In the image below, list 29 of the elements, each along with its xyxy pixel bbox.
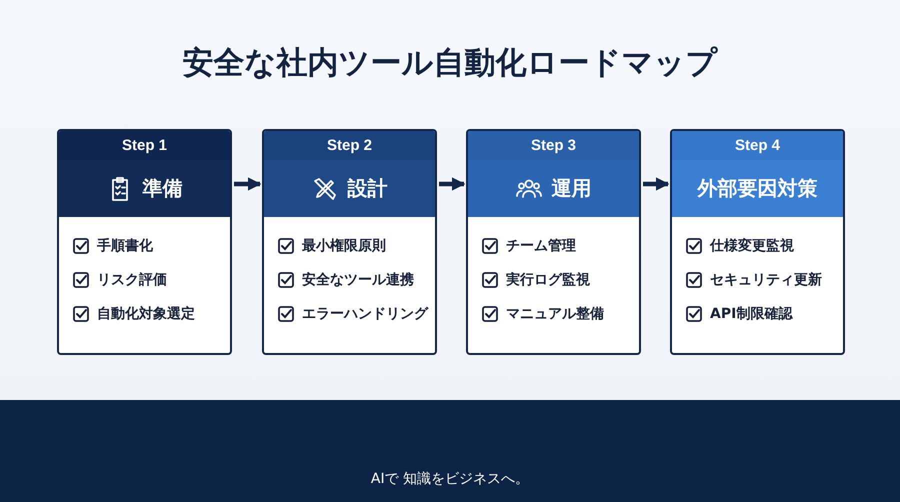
tagline: AIで 知識をビジネスへ。 [370,470,530,488]
arrow [234,177,262,191]
step-label: Step 2 [264,131,435,160]
step-title: 運用 [552,175,592,202]
step-title: 外部要因対策 [698,175,818,202]
step-label: Step 3 [468,131,639,160]
checklist-item: マニュアル整備 [506,305,604,323]
checklist-item: エラーハンドリング [302,305,428,323]
checklist-item: チーム管理 [506,237,576,255]
step-title: 準備 [142,175,182,202]
step-label: Step 4 [672,131,843,160]
step-card [670,129,845,355]
checklist-item: 自動化対象選定 [97,305,195,323]
arrow [439,177,466,191]
step-card [466,129,641,355]
checklist-item: 仕様変更監視 [710,237,794,255]
step-card [262,129,437,355]
checklist-item: 最小権限原則 [302,237,386,255]
checklist-item: セキュリティ更新 [710,271,822,289]
arrow [643,177,670,191]
checklist-item: 安全なツール連携 [302,271,414,289]
step-title: 設計 [348,175,388,202]
checklist-item: API制限確認 [710,305,792,323]
diagram-title: 安全な社内ツール自動化ロードマップ [182,44,719,83]
checklist-item: 実行ログ監視 [506,271,590,289]
checklist-item: リスク評価 [97,271,167,289]
step-label: Step 1 [59,131,230,160]
checklist-item: 手順書化 [97,237,153,255]
step-card [57,129,232,355]
